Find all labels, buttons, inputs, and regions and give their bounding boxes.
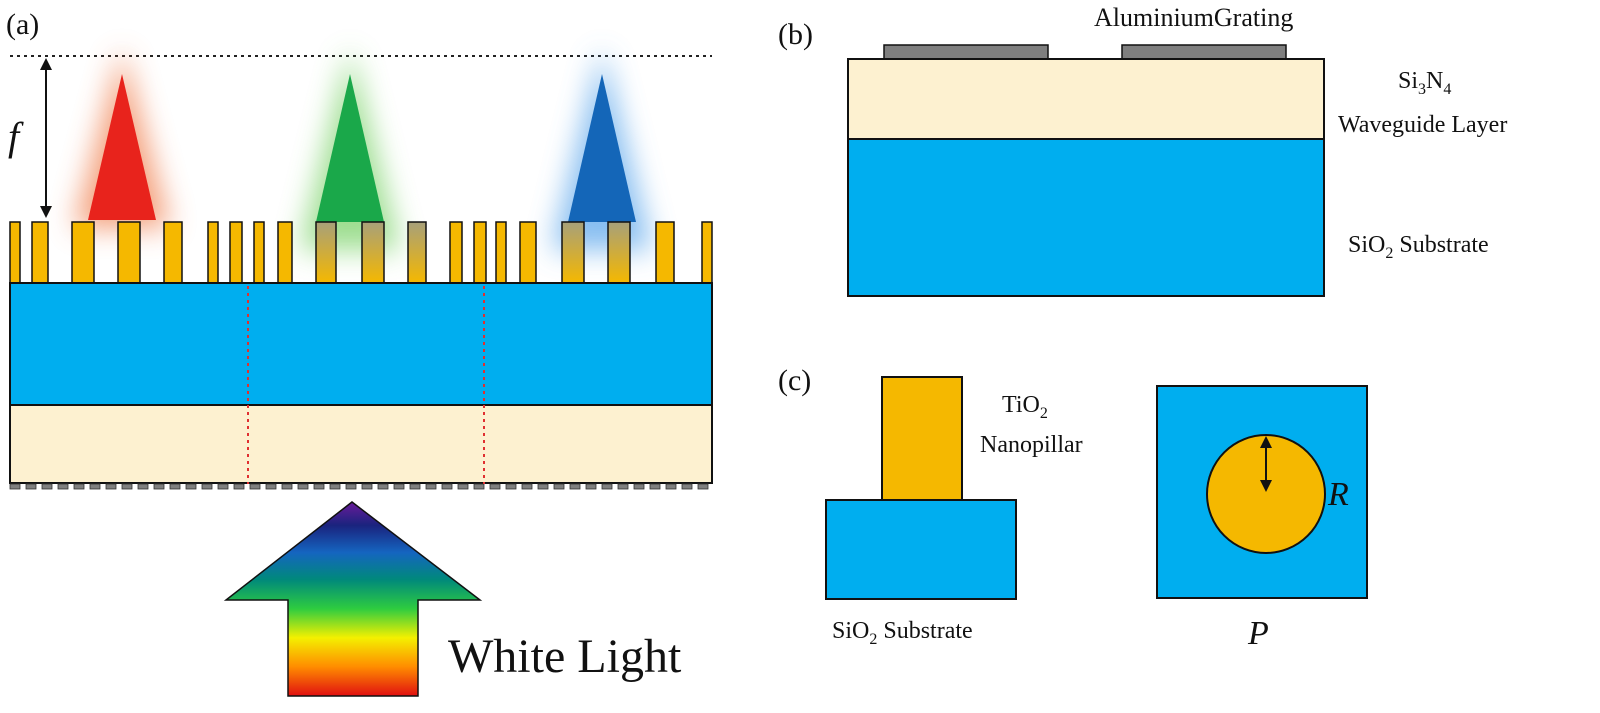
sio2-substrate-a xyxy=(9,282,713,406)
nanopillar xyxy=(31,221,49,284)
grating-tooth xyxy=(41,483,53,490)
grating-tooth xyxy=(409,483,421,490)
aluminium-grating-strip xyxy=(9,483,709,490)
sio2-substrate-b xyxy=(847,138,1325,297)
panel-a-label: (a) xyxy=(6,8,39,41)
nanopillar xyxy=(449,221,463,284)
grating-tooth xyxy=(137,483,149,490)
grating-tooth xyxy=(505,483,517,490)
white-light-label: White Light xyxy=(448,630,682,683)
grating-tooth xyxy=(281,483,293,490)
nanopillar xyxy=(361,221,385,284)
grating-tooth xyxy=(9,483,21,490)
tio2-formula: TiO2 xyxy=(1002,392,1048,422)
grating-tooth xyxy=(521,483,533,490)
grating-tooth xyxy=(169,483,181,490)
green-focus-cone xyxy=(300,48,400,250)
grating-tooth xyxy=(681,483,693,490)
grating-tooth xyxy=(89,483,101,490)
nanopillar xyxy=(229,221,243,284)
grating-tooth xyxy=(553,483,565,490)
nanopillar xyxy=(277,221,293,284)
nanopillar xyxy=(473,221,487,284)
sio2-substrate-c xyxy=(825,499,1017,600)
nanopillar xyxy=(655,221,675,284)
grating-tooth xyxy=(649,483,661,490)
grating-tooth xyxy=(377,483,389,490)
white-light-arrow xyxy=(223,501,483,697)
radius-symbol: R xyxy=(1327,476,1349,513)
grating-tooth xyxy=(57,483,69,490)
grating-tooth xyxy=(585,483,597,490)
grating-tooth xyxy=(617,483,629,490)
red-focus-cone xyxy=(74,48,170,228)
focal-distance-arrow xyxy=(40,58,52,218)
grating-tooth xyxy=(297,483,309,490)
grating-tooth xyxy=(249,483,261,490)
grating-tooth xyxy=(25,483,37,490)
grating-tooth xyxy=(569,483,581,490)
nanopillar xyxy=(407,221,427,284)
nanopillar xyxy=(253,221,265,284)
grating-tooth xyxy=(425,483,437,490)
grating-tooth xyxy=(665,483,677,490)
panel-c-label: (c) xyxy=(778,364,811,397)
focal-length-symbol: f xyxy=(8,114,24,159)
si3n4-waveguide-a xyxy=(9,404,713,484)
grating-tooth xyxy=(393,483,405,490)
nanopillar xyxy=(315,221,337,284)
grating-tooth xyxy=(121,483,133,490)
aluminium-grating-label: AluminiumGrating xyxy=(1094,3,1293,32)
waveguide-layer-label: Waveguide Layer xyxy=(1338,112,1507,138)
grating-tooth xyxy=(201,483,213,490)
grating-tooth xyxy=(441,483,453,490)
nanopillar xyxy=(519,221,537,284)
grating-tooth xyxy=(361,483,373,490)
grating-tooth xyxy=(73,483,85,490)
grating-tooth xyxy=(345,483,357,490)
grating-tooth xyxy=(217,483,229,490)
nanopillar xyxy=(561,221,585,284)
panel-b-label: (b) xyxy=(778,18,813,51)
grating-tooth xyxy=(265,483,277,490)
grating-tooth xyxy=(185,483,197,490)
nanopillar xyxy=(163,221,183,284)
grating-tooth xyxy=(153,483,165,490)
nanopillar xyxy=(117,221,141,284)
grating-tooth xyxy=(489,483,501,490)
grating-tooth xyxy=(457,483,469,490)
blue-focus-cone xyxy=(552,48,652,250)
grating-tooth xyxy=(105,483,117,490)
grating-tooth xyxy=(633,483,645,490)
nanopillar xyxy=(701,221,713,284)
grating-tooth xyxy=(697,483,709,490)
radius-arrow xyxy=(1260,436,1272,492)
nanopillar xyxy=(607,221,631,284)
grating-tooth xyxy=(601,483,613,490)
nanopillar-top-view xyxy=(1206,434,1326,554)
nanopillar-label: Nanopillar xyxy=(980,432,1083,458)
nanopillar xyxy=(9,221,21,284)
grating-tooth xyxy=(233,483,245,490)
grating-tooth xyxy=(537,483,549,490)
grating-tooth xyxy=(473,483,485,490)
si3n4-formula: Si3N4 xyxy=(1398,68,1451,98)
aluminium-bar-1 xyxy=(883,44,1049,60)
tio2-nanopillar-array xyxy=(9,221,713,284)
grating-tooth xyxy=(329,483,341,490)
tio2-nanopillar-side xyxy=(881,376,963,501)
grating-tooth xyxy=(313,483,325,490)
nanopillar xyxy=(71,221,95,284)
aluminium-bar-2 xyxy=(1121,44,1287,60)
si3n4-waveguide-b xyxy=(847,58,1325,140)
nanopillar xyxy=(207,221,219,284)
period-symbol: P xyxy=(1247,615,1269,652)
nanopillar xyxy=(495,221,507,284)
